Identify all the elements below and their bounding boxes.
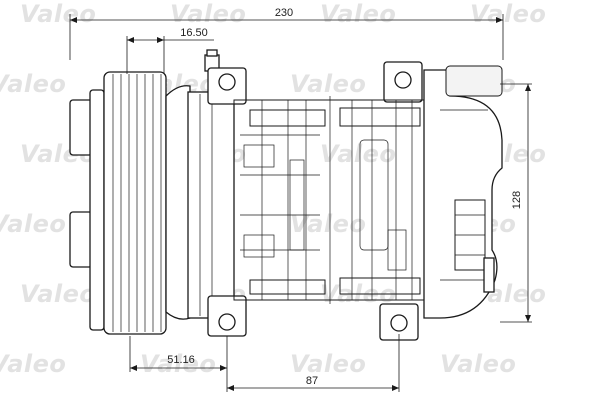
- watermark-text: Valeo: [440, 350, 516, 378]
- watermark-text: Valeo: [170, 0, 246, 28]
- watermark-text: Valeo: [320, 140, 396, 168]
- service-port: [445, 65, 503, 97]
- dim-overall-length: 230: [275, 7, 293, 19]
- dim-mount-spacing: 87: [306, 375, 318, 387]
- watermark-text: Valeo: [320, 0, 396, 28]
- dimension-lines: [69, 14, 532, 392]
- dim-height: 128: [511, 191, 523, 209]
- pulley-grooves: [112, 74, 162, 332]
- watermark-text: Valeo: [0, 70, 66, 98]
- compressor-body: [69, 49, 503, 341]
- hub-upper: [69, 99, 93, 156]
- dim-pulley-width: 16.50: [180, 27, 208, 39]
- watermark-text: Valeo: [290, 350, 366, 378]
- watermark-text: Valeo: [0, 210, 66, 238]
- hub-lower: [69, 211, 93, 268]
- dim-pulley-offset: 51.16: [167, 354, 195, 366]
- watermark-text: Valeo: [290, 210, 366, 238]
- rear-fitting: [483, 257, 495, 293]
- front-housing: [187, 91, 235, 319]
- watermark-text: Valeo: [290, 70, 366, 98]
- front-housing-curve: [165, 85, 191, 320]
- watermark-text: Valeo: [0, 350, 66, 378]
- watermark-text: Valeo: [20, 280, 96, 308]
- watermark-text: Valeo: [470, 0, 546, 28]
- watermark-text: Valeo: [20, 0, 96, 28]
- watermark-text: Valeo: [140, 350, 216, 378]
- dimension-labels: 230 16.50 128 51.16 87: [167, 7, 523, 387]
- clutch-plate: [89, 89, 105, 331]
- rear-head: [423, 69, 503, 319]
